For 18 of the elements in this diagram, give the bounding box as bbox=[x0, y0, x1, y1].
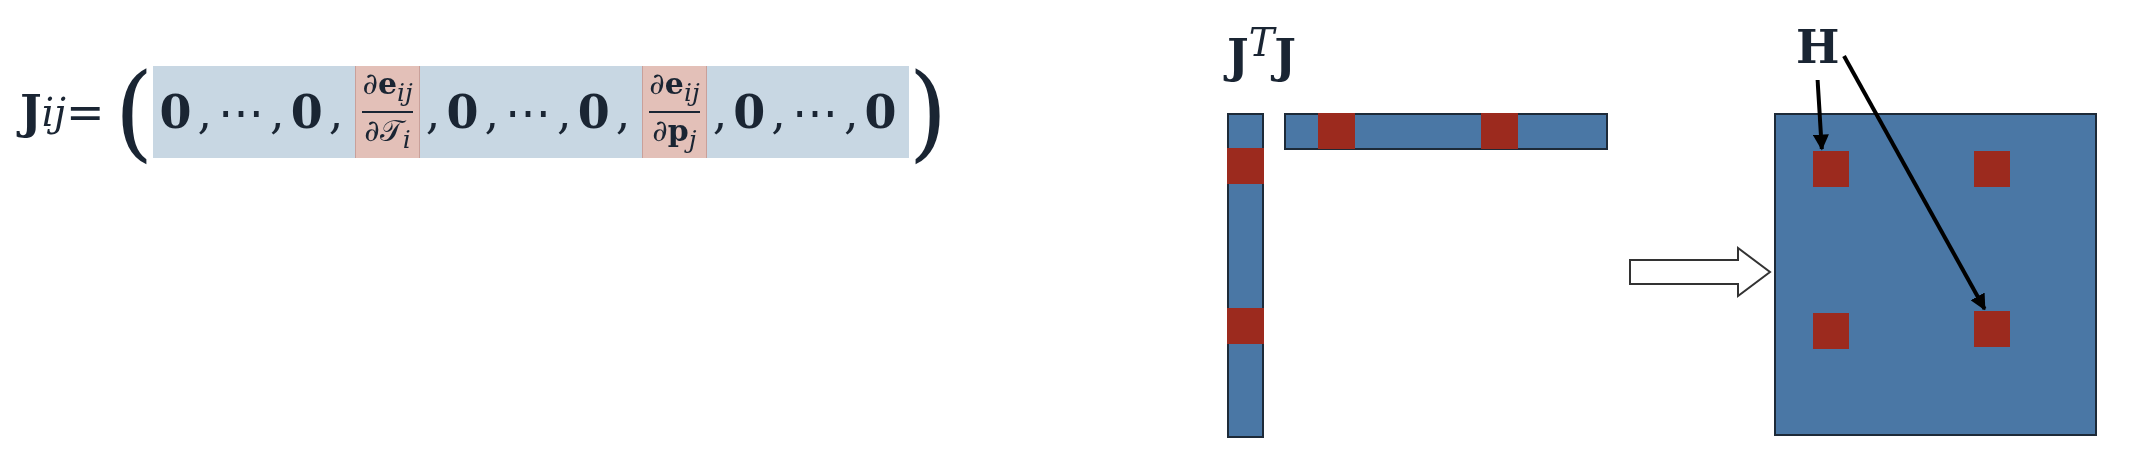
math-term: ∂p$_{j}$ bbox=[652, 113, 697, 156]
sparse-vector-bar bbox=[1227, 113, 1264, 438]
math-term: ,0,⋯,0 bbox=[706, 66, 909, 158]
nonzero-block bbox=[1813, 151, 1849, 187]
nonzero-block bbox=[1974, 151, 2010, 187]
nonzero-block bbox=[1974, 311, 2010, 347]
math-term: ∂e$_{ij}$ bbox=[649, 66, 700, 113]
arrow bbox=[1812, 79, 1829, 151]
matrix-label: H bbox=[1796, 20, 1840, 80]
arrow bbox=[1842, 55, 1987, 311]
math-term: ∂𝒯$_{i}$ bbox=[364, 113, 411, 156]
block-arrow bbox=[1629, 246, 1772, 298]
hessian-matrix bbox=[1774, 113, 2097, 436]
math-term: ,0,⋯,0, bbox=[419, 66, 643, 158]
math-term: ∂e$_{ij}$ bbox=[362, 66, 413, 113]
sparse-vector-bar bbox=[1284, 113, 1608, 150]
nonzero-block bbox=[1813, 313, 1849, 349]
math-term: 0,⋯,0, bbox=[153, 66, 356, 158]
